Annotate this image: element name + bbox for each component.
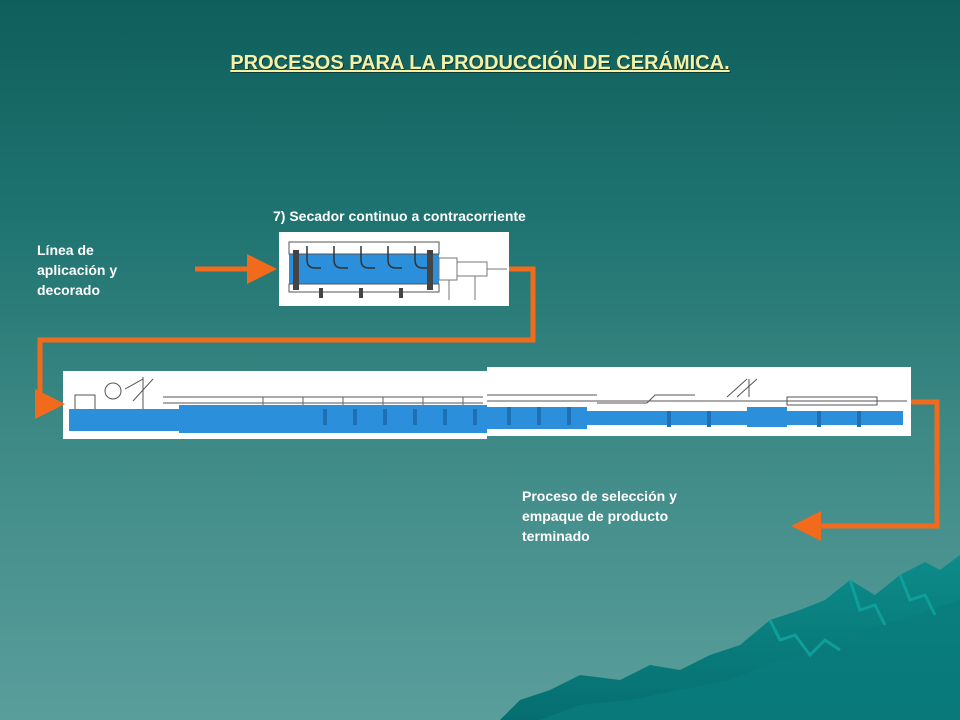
dryer-label: 7) Secador continuo a contracorriente bbox=[273, 208, 526, 224]
input-line-label: Línea de aplicación y decorado bbox=[37, 242, 118, 298]
dryer-machine-image bbox=[279, 232, 509, 306]
page-title: PROCESOS PARA LA PRODUCCIÓN DE CERÁMICA. bbox=[230, 52, 730, 74]
arrow-kiln-to-output bbox=[791, 399, 940, 541]
kiln-machine-image-continuation bbox=[487, 367, 911, 436]
kiln-machine-image bbox=[63, 371, 487, 439]
arrow-dryer-to-kiln bbox=[35, 266, 536, 419]
output-label: Proceso de selección y empaque de produc… bbox=[522, 488, 677, 544]
mountain-decoration bbox=[500, 555, 960, 720]
